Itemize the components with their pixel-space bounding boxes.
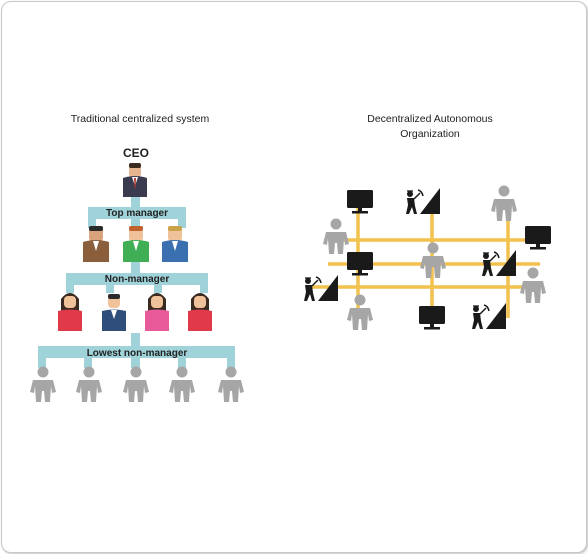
right-title-line1: Decentralized Autonomous xyxy=(367,113,493,125)
lowest-person-icon-4 xyxy=(169,366,195,402)
top-manager-label: Top manager xyxy=(106,208,168,219)
non-manager-icon-1 xyxy=(58,293,82,331)
monitor-icon-3 xyxy=(347,252,373,276)
network-person-icon-4 xyxy=(520,267,546,303)
left-title: Traditional centralized system xyxy=(70,113,210,125)
top-manager-icon-3 xyxy=(162,226,188,262)
top-manager-icon-2 xyxy=(123,226,149,262)
lowest-person-icon-2 xyxy=(76,366,102,402)
top-manager-icon-1 xyxy=(83,226,109,262)
right-title-line2: Organization xyxy=(400,128,460,140)
lowest-non-manager-label: Lowest non-manager xyxy=(87,348,188,359)
non-manager-label: Non-manager xyxy=(105,274,170,285)
ceo-person-icon xyxy=(123,163,147,197)
lowest-person-icon-5 xyxy=(218,366,244,402)
network-person-icon-1 xyxy=(491,185,517,221)
monitor-icon-1 xyxy=(347,190,373,214)
network-person-icon-2 xyxy=(323,218,349,254)
miner-icon-1 xyxy=(405,187,441,215)
hierarchy-connectors xyxy=(38,196,235,368)
non-manager-icon-4 xyxy=(188,293,212,331)
non-manager-icon-3 xyxy=(145,293,169,331)
miner-icon-4 xyxy=(471,302,507,330)
monitor-icon-2 xyxy=(525,226,551,250)
lowest-person-icon-3 xyxy=(123,366,149,402)
non-manager-icon-2 xyxy=(102,294,126,331)
ceo-label: CEO xyxy=(123,146,149,160)
network-person-icon-5 xyxy=(347,294,373,330)
monitor-icon-4 xyxy=(419,306,445,330)
lowest-person-icon-1 xyxy=(30,366,56,402)
